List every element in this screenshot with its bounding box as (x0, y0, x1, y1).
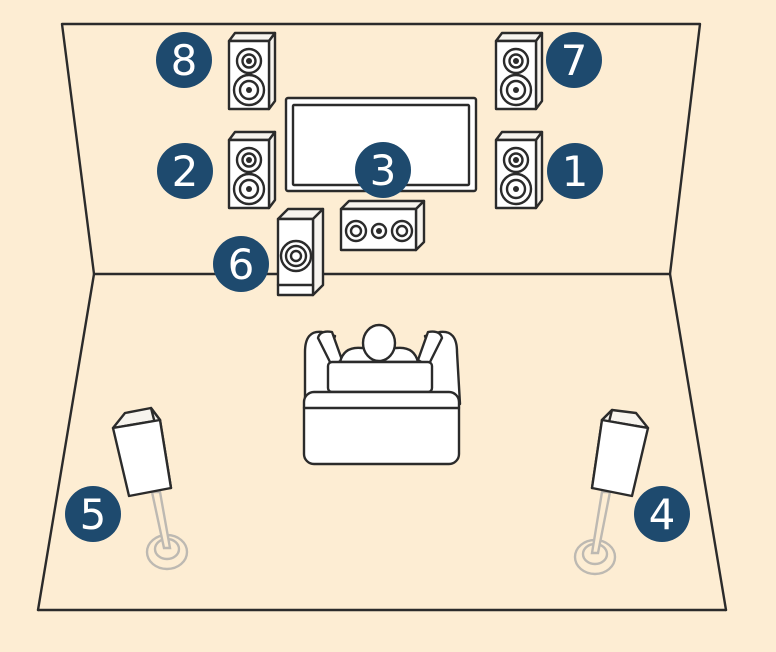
svg-text:7: 7 (561, 36, 588, 85)
speaker-front-right (494, 130, 544, 210)
bookshelf-speaker-icon (227, 130, 277, 210)
room-outline (36, 22, 728, 612)
badge-3: 3 (355, 142, 411, 198)
floor-stand-speaker-icon (111, 406, 189, 571)
bookshelf-speaker-icon (494, 130, 544, 210)
listener-on-sofa-icon (302, 323, 462, 466)
badge-1: 1 (547, 143, 603, 199)
badge-2: 2 (157, 143, 213, 199)
badge-4: 4 (634, 486, 690, 542)
bookshelf-speaker-icon (227, 31, 277, 111)
svg-text:5: 5 (80, 490, 107, 539)
badge-5: 5 (65, 486, 121, 542)
subwoofer-icon (276, 207, 325, 297)
svg-text:2: 2 (172, 147, 199, 196)
center-speaker-icon (339, 199, 426, 252)
svg-text:1: 1 (562, 147, 589, 196)
right-floor-edge (668, 272, 728, 612)
svg-text:3: 3 (370, 146, 397, 195)
svg-text:8: 8 (171, 36, 198, 85)
left-floor-edge (36, 272, 96, 612)
badge-7: 7 (546, 32, 602, 88)
badge-8: 8 (156, 32, 212, 88)
badge-6: 6 (213, 236, 269, 292)
speaker-front-height-right (494, 31, 544, 111)
bookshelf-speaker-icon (494, 31, 544, 111)
floor-stand-speaker-icon (573, 408, 650, 576)
svg-text:6: 6 (228, 240, 255, 289)
speaker-front-left (227, 130, 277, 210)
svg-text:4: 4 (649, 490, 676, 539)
speaker-front-height-left (227, 31, 277, 111)
